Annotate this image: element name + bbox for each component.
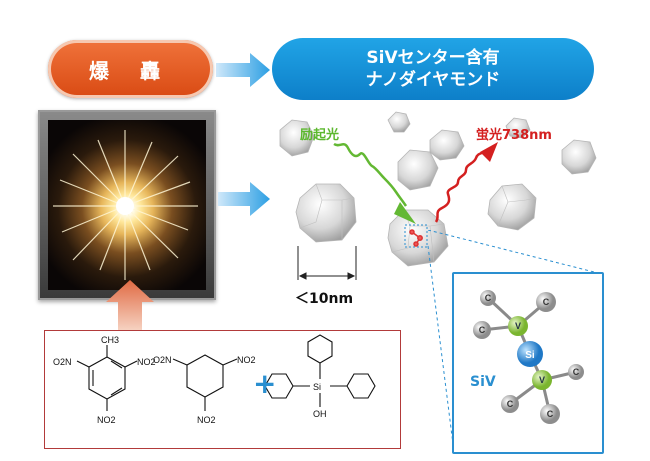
explosion-flash xyxy=(48,120,206,290)
carbon-atom: C xyxy=(573,367,580,377)
siv-center-marker xyxy=(404,224,428,248)
size-label: ＜10nm xyxy=(295,291,354,307)
arrow-up-icon xyxy=(106,280,154,332)
excitation-wave-icon xyxy=(333,142,416,224)
arrow-right-icon xyxy=(216,53,270,87)
tnt-no2-bottom: NO2 xyxy=(97,415,116,425)
vacancy-atom: V xyxy=(539,375,545,385)
nanodiamond-particle xyxy=(505,117,531,139)
nanodiamond-banner: SiVセンター含有 ナノダイヤモンド xyxy=(272,38,594,100)
silanol-si: Si xyxy=(313,382,321,392)
rdx-ring xyxy=(186,354,224,398)
explosion-image xyxy=(38,110,216,300)
rdx-no2-right: NO2 xyxy=(237,355,256,365)
siv-model-box: C C C C C C V V Si SiV xyxy=(452,272,604,454)
nanodiamond-particle xyxy=(397,149,439,191)
plus-sign: + xyxy=(253,367,276,400)
detonation-label: 爆 轟 xyxy=(89,58,172,83)
tnt-ch3: CH3 xyxy=(101,335,119,345)
fluorescence-wave-icon xyxy=(434,142,498,223)
rdx-o2n: O2N xyxy=(153,355,172,365)
tnt-ring xyxy=(88,356,126,400)
siv-molecule: C C C C C C V V Si xyxy=(473,290,584,424)
silanol-oh: OH xyxy=(313,409,327,419)
carbon-atom: C xyxy=(507,399,514,409)
nanodiamond-title-line1: SiVセンター含有 xyxy=(366,48,500,68)
nanodiamond-particle xyxy=(279,119,315,157)
arrow-right-icon xyxy=(218,182,270,216)
siv-label: SiV xyxy=(470,374,496,390)
excitation-label: 励起光 xyxy=(300,128,340,143)
carbon-atom: C xyxy=(485,293,492,303)
carbon-atom: C xyxy=(479,325,486,335)
nanodiamond-particle xyxy=(429,129,465,161)
carbon-atom: C xyxy=(543,297,550,307)
phenyl-ring xyxy=(346,373,376,399)
nanodiamond-title-line2: ナノダイヤモンド xyxy=(365,70,501,90)
zoom-lines xyxy=(427,230,603,453)
nanodiamond-particle xyxy=(487,183,537,231)
carbon-atom: C xyxy=(547,409,554,419)
nanodiamond-particles xyxy=(279,111,597,280)
rdx-no2-bottom: NO2 xyxy=(197,415,216,425)
phenyl-ring xyxy=(307,334,333,364)
nanodiamond-particle xyxy=(295,183,357,243)
tnt-no2-right: NO2 xyxy=(137,357,156,367)
phenyl-ring xyxy=(264,373,294,399)
vacancy-atom: V xyxy=(515,321,521,331)
chemical-structures: CH3 O2N NO2 NO2 O2N NO2 NO2 Si OH + xyxy=(53,334,376,425)
silicon-atom: Si xyxy=(525,350,535,361)
nanodiamond-particle xyxy=(561,139,597,175)
light-rays-icon xyxy=(53,130,198,280)
tnt-o2n: O2N xyxy=(53,357,72,367)
detonation-banner: 爆 轟 xyxy=(48,40,213,98)
nanodiamond-particle xyxy=(387,111,411,133)
precursor-chemicals-box: CH3 O2N NO2 NO2 O2N NO2 NO2 Si OH + xyxy=(44,330,401,449)
fluorescence-label: 蛍光738nm xyxy=(476,128,552,143)
size-indicator xyxy=(297,246,357,280)
